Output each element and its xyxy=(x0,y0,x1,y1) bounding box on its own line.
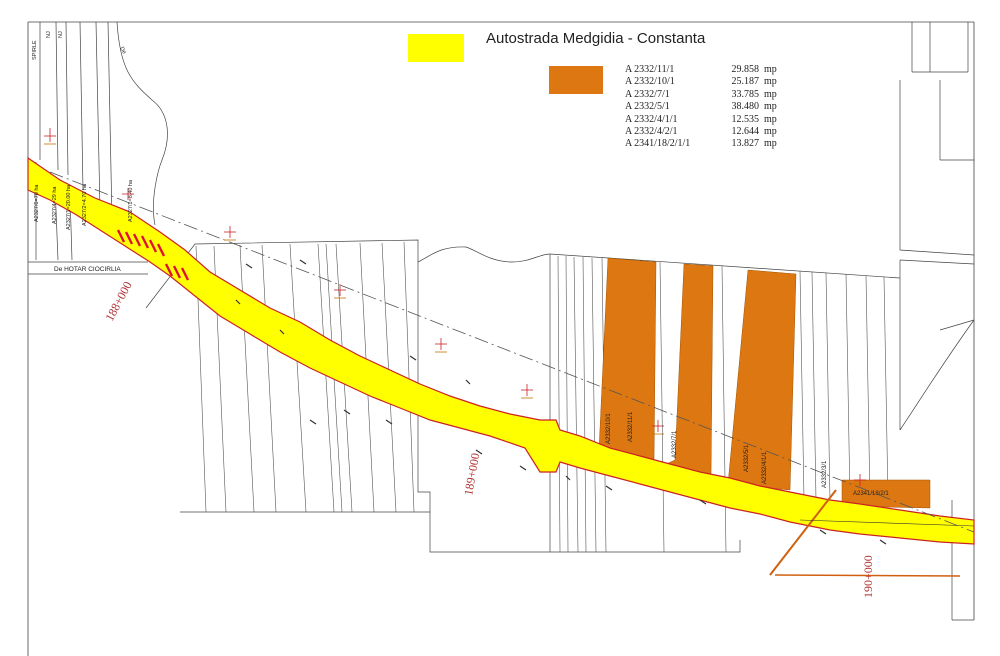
parcel-id: A 2332/4/1/1 xyxy=(625,113,678,125)
survey-marker-icon xyxy=(334,284,346,299)
parcel-id: A 2332/10/1 xyxy=(625,76,675,88)
legend-title: Autostrada Medgidia - Constanta xyxy=(486,30,706,47)
parcel-row: A 2332/5/1 38.480 mp xyxy=(625,101,777,113)
survey-marker-icon xyxy=(854,474,866,486)
parcel-area: 25.187 xyxy=(731,76,760,88)
parcel-row: A 2332/4/1/1 12.535 mp xyxy=(625,114,777,126)
chainage-label-188: 188+000 xyxy=(102,279,134,323)
parcel-label: A2332/3/1 xyxy=(822,460,828,488)
parcel-unit: mp xyxy=(764,113,777,125)
road-crossing xyxy=(769,489,975,577)
boundary-label: De HOTAR CIOCIRLIA xyxy=(54,266,121,273)
chainage-label-190: 190+000 xyxy=(861,555,875,598)
legend-parcel-swatch xyxy=(549,66,603,94)
survey-marker-icon xyxy=(44,128,56,145)
survey-marker-icon xyxy=(122,188,134,200)
parcel-row: A 2332/7/1 33.785 mp xyxy=(625,89,777,101)
parcel-label: A2332/10/1 xyxy=(606,413,612,444)
parcel-id: A 2332/4/2/1 xyxy=(625,126,678,138)
parcel-2332-10-1 xyxy=(661,263,714,477)
parcel-unit: mp xyxy=(764,64,777,75)
parcel-id: A 2332/5/1 xyxy=(625,101,670,113)
parcel-area: 29.858 xyxy=(731,64,760,75)
top-label: NJ xyxy=(46,31,52,38)
parcel-unit: mp xyxy=(764,88,777,100)
map-frame xyxy=(27,21,975,656)
parcel-2332-5-1 xyxy=(727,269,797,491)
parcel-label: A2327/1=8.40 ha xyxy=(128,179,134,222)
parcel-unit: mp xyxy=(764,101,777,113)
parcel-id: A 2332/11/1 xyxy=(625,64,675,75)
parcel-map-labels: A2332/11/1 A2332/10/1 A2332/7/1 A2332/5/… xyxy=(606,411,889,497)
left-parcel-labels: A2327/6=70 ha A2327/4=29 ha A2327/1=20.0… xyxy=(34,179,134,230)
parcel-ticks xyxy=(235,259,887,545)
parcel-label: A2327/2=4.70 ha xyxy=(82,183,88,226)
parcel-unit: mp xyxy=(764,126,777,138)
highway-axis xyxy=(49,171,975,533)
parcel-label: A2332/5/1 xyxy=(744,444,750,472)
parcel-row: A 2332/11/1 29.858 mp xyxy=(625,64,777,76)
crossing-markers xyxy=(116,229,190,281)
parcel-unit: mp xyxy=(764,138,777,150)
parcel-unit: mp xyxy=(764,76,777,88)
survey-marker-icon xyxy=(435,338,447,353)
top-labels: SPIRLE NJ NJ De xyxy=(32,31,127,60)
survey-markers xyxy=(44,128,866,486)
parcel-area: 12.535 xyxy=(731,113,760,125)
parcel-row: A 2341/18/2/1/1 13.827 mp xyxy=(625,138,777,150)
parcel-area: 33.785 xyxy=(731,88,760,100)
parcel-row: A 2332/4/2/1 12.644 mp xyxy=(625,126,777,138)
legend-highway-swatch xyxy=(408,34,464,62)
chainage-label-189: 189+000 xyxy=(461,452,482,497)
parcel-area: 38.480 xyxy=(731,101,760,113)
survey-marker-icon xyxy=(224,226,236,241)
survey-marker-icon xyxy=(521,384,533,399)
parcel-label: A2341/18/2/1 xyxy=(853,491,889,497)
parcel-area: 12.644 xyxy=(731,126,760,138)
top-label: De xyxy=(118,46,127,55)
parcel-label: A2332/7/1 xyxy=(672,430,678,458)
parcel-area: 13.827 xyxy=(731,138,760,150)
top-label: SPIRLE xyxy=(32,40,38,60)
parcel-row: A 2332/10/1 25.187 mp xyxy=(625,76,777,88)
parcel-label: A2327/6=70 ha xyxy=(34,184,40,222)
parcel-id: A 2332/7/1 xyxy=(625,88,670,100)
parcel-label: A2327/1=20.00 ha xyxy=(66,184,72,230)
parcel-label: A2327/4=29 ha xyxy=(52,186,58,224)
parcel-2341-18-2-1 xyxy=(841,479,931,509)
highway-corridor xyxy=(27,156,975,545)
top-label: NJ xyxy=(58,31,64,38)
parcel-label: A2332/4/1/1 xyxy=(762,451,768,484)
survey-marker-icon xyxy=(652,420,664,435)
parcel-id: A 2341/18/2/1/1 xyxy=(625,138,691,150)
parcel-label: A2332/11/1 xyxy=(628,411,634,442)
